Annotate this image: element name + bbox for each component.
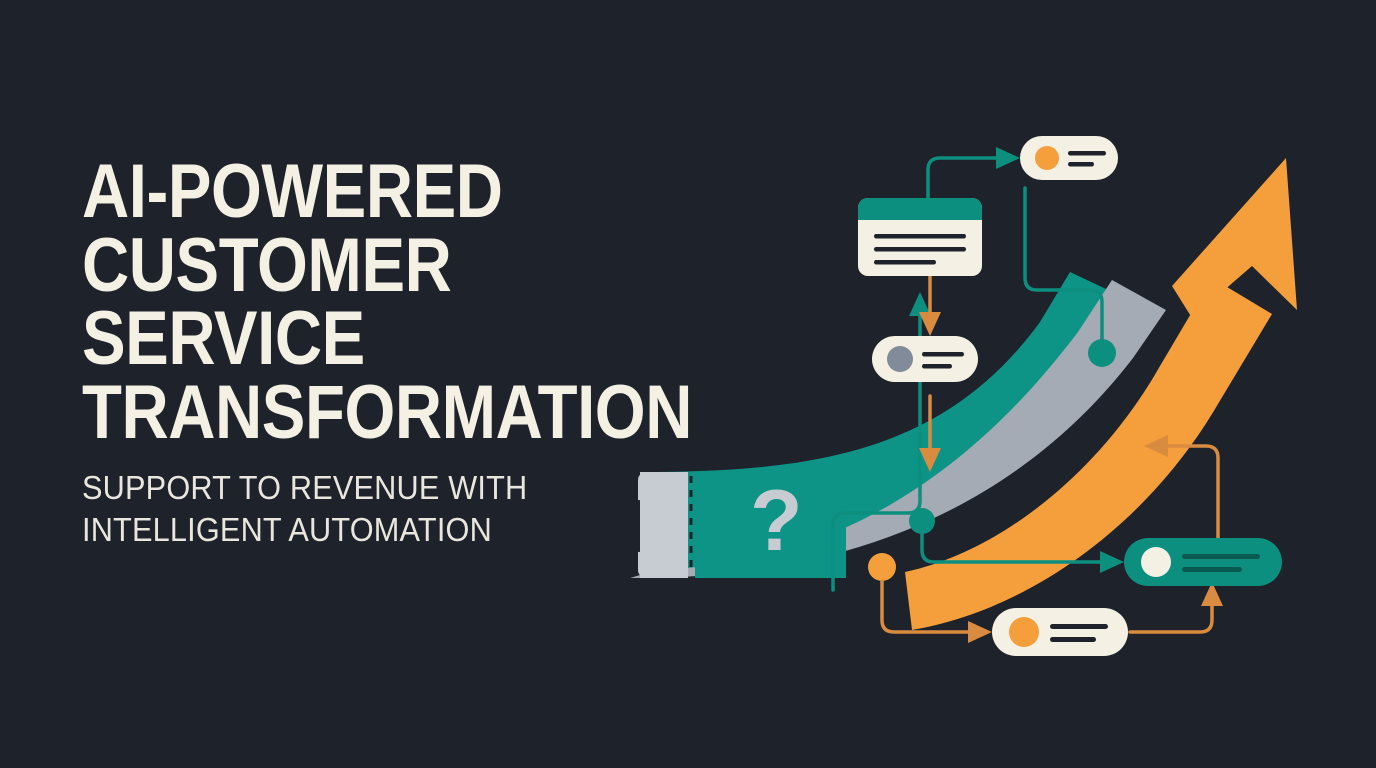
pill-top-right-dot	[1035, 146, 1059, 170]
arrowhead-to-growth-arrow	[1144, 435, 1168, 457]
pill-bottom-center	[992, 608, 1128, 656]
connector-pill-bottom-to-pill-right	[1128, 603, 1214, 634]
node-dot-teal-upper	[1088, 339, 1116, 367]
connector-pill-right-to-arrow	[1166, 444, 1220, 542]
pill-right-teal-dot	[1141, 547, 1171, 577]
pill-top-right	[1020, 136, 1118, 180]
question-mark-glyph: ?	[750, 473, 803, 569]
pill-bottom-center-line-2	[1050, 637, 1096, 642]
document-card-icon	[858, 198, 982, 276]
card-line-2	[874, 247, 966, 252]
pill-right-teal-line-2	[1182, 567, 1242, 572]
connector-ticket-to-card	[831, 313, 922, 592]
arrowhead-to-pill-bottom	[968, 621, 992, 643]
connector-node-orange-to-pill-bottom	[880, 579, 970, 634]
card-header-bar	[858, 198, 982, 220]
arrowhead-pill-middle-down	[919, 448, 941, 472]
arrowhead-to-card	[909, 292, 931, 316]
arrowhead-to-pill-middle	[919, 312, 941, 336]
support-ticket-icon: ?	[638, 472, 846, 578]
connector-node-teal-to-pill-right	[920, 532, 1102, 564]
card-line-1	[874, 234, 966, 239]
pill-right-teal-line-1	[1182, 554, 1260, 559]
pill-top-right-line-2	[1068, 162, 1094, 167]
arrowhead-to-pill-right	[1100, 551, 1124, 573]
pill-bottom-center-line-1	[1050, 624, 1108, 629]
page-title: AI-POWERED CUSTOMER SERVICE TRANSFORMATI…	[82, 149, 692, 456]
pill-middle-left-line-2	[922, 364, 952, 369]
page-subtitle: SUPPORT TO REVENUE WITH INTELLIGENT AUTO…	[82, 469, 528, 549]
grey-band	[630, 280, 1166, 578]
pill-top-right-line-1	[1068, 151, 1106, 156]
growth-arrow-workflow-illustration: ?	[600, 100, 1340, 700]
pill-middle-left-line-1	[922, 352, 964, 357]
arrowhead-to-pill-top	[996, 147, 1020, 169]
orange-arrow-band	[905, 158, 1297, 630]
node-dot-orange	[868, 553, 896, 581]
connector-pill-top-to-node	[1023, 186, 1104, 342]
pill-right-teal	[1124, 538, 1282, 586]
pill-middle-left	[872, 336, 978, 382]
pill-middle-left-dot	[887, 346, 913, 372]
headline-block: AI-POWERED CUSTOMER SERVICE TRANSFORMATI…	[82, 149, 782, 549]
connector-card-to-pill-top	[926, 156, 1000, 200]
card-line-3	[874, 260, 936, 265]
arrowhead-pill-bottom-to-right	[1201, 582, 1223, 606]
pill-bottom-center-dot	[1009, 617, 1039, 647]
node-dot-teal-lower	[909, 508, 935, 534]
